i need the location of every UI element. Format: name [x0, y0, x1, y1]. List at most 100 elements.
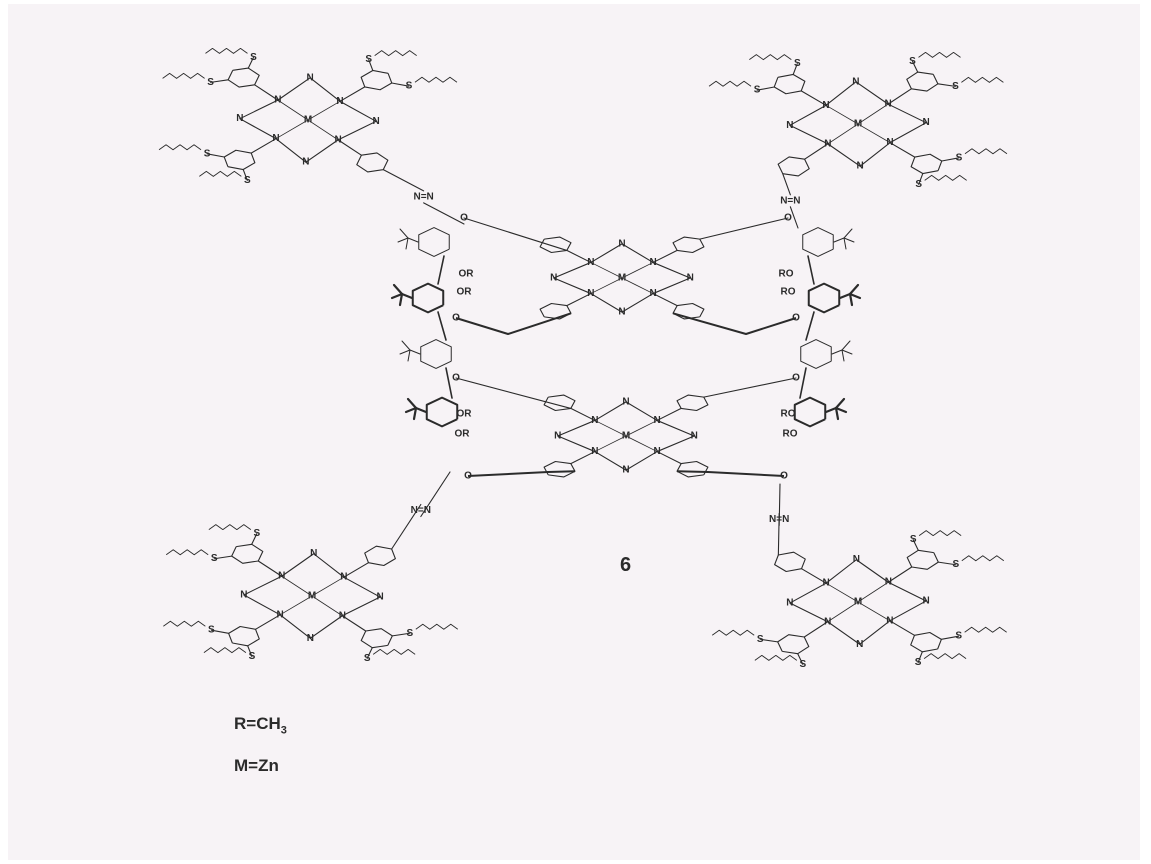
bridge-bond	[343, 576, 381, 598]
meso-nitrogen-label: N	[691, 431, 698, 442]
methylene-bridge	[799, 367, 807, 399]
benzo-ring	[360, 69, 393, 91]
bridge-bond	[557, 419, 596, 437]
ether-link	[703, 377, 797, 398]
sulfur-label: S	[956, 152, 963, 163]
sulfur-label: S	[364, 653, 371, 664]
thioether-bond	[911, 60, 919, 73]
meso-nitrogen-label: N	[852, 76, 859, 87]
benzo-ring	[672, 236, 705, 254]
pyrrole-bond	[254, 614, 281, 630]
bridge-bond	[277, 77, 311, 101]
legend-r-definition: R=CH3	[234, 706, 287, 748]
bridge-bond	[309, 615, 343, 639]
meso-nitrogen-label: N	[236, 113, 243, 124]
tert-butyl-methyl	[841, 340, 851, 351]
phenol-ring	[418, 227, 450, 257]
bridge-bond	[594, 401, 627, 421]
bridge-bond	[789, 124, 829, 145]
alkyl-chain	[199, 170, 242, 177]
meso-nitrogen-label: N	[622, 396, 629, 407]
thioether-bond	[792, 63, 798, 76]
metal-bond	[277, 99, 309, 121]
metal-label: M	[854, 597, 862, 608]
sulfur-label: S	[955, 631, 962, 642]
alkyl-chain	[749, 54, 792, 61]
thioether-bond	[366, 647, 373, 659]
meso-nitrogen-label: N	[377, 592, 384, 603]
benzo-ring	[676, 394, 709, 412]
methoxy-label: OR	[455, 429, 471, 440]
metal-bond	[590, 277, 623, 294]
thioether-bond	[368, 59, 374, 72]
alkyl-chain	[964, 626, 1007, 633]
bridge-bond	[621, 243, 654, 263]
metal-bond	[625, 435, 658, 452]
legend-r-subscript: 3	[280, 724, 287, 737]
thioether-bond	[937, 561, 957, 566]
thioether-bond	[391, 632, 411, 637]
alkyl-chain	[203, 647, 247, 654]
azo-bond-top-right	[782, 173, 791, 196]
methylene-bridge	[807, 255, 815, 285]
tert-butyl-methyl	[848, 292, 862, 300]
bridge-bond	[656, 435, 695, 453]
bridge-bond	[625, 451, 658, 471]
bridge-bond	[281, 553, 315, 577]
sulfur-label: S	[211, 553, 218, 564]
meso-nitrogen-label: N	[786, 120, 793, 131]
benzo-ring	[672, 302, 705, 320]
tert-butyl-bond	[838, 292, 852, 300]
thioether-bond	[797, 653, 804, 665]
thioether-bond	[210, 79, 229, 83]
ether-link-bold	[467, 470, 576, 477]
bridge-bond	[789, 582, 827, 604]
legend-r-text: R=CH	[234, 714, 281, 733]
pyrrole-bond	[800, 568, 827, 584]
alkyl-chain	[374, 50, 417, 57]
meso-nitrogen-label: N	[856, 161, 863, 172]
meso-nitrogen-label: N	[687, 273, 694, 284]
bridge-bond	[557, 435, 596, 453]
tert-butyl-methyl	[406, 397, 418, 410]
pyrrole-bond	[570, 451, 596, 465]
benzo-ring	[223, 149, 256, 171]
compound-number: 6	[620, 554, 632, 576]
methylene-bridge	[437, 255, 445, 285]
tert-butyl-methyl	[834, 406, 848, 414]
metal-bond	[621, 262, 654, 279]
alkyl-chain	[205, 47, 248, 54]
pyrrole-bond	[887, 566, 913, 583]
bridge-bond	[594, 451, 627, 471]
thioether-bond	[759, 638, 779, 643]
metal-bond	[279, 595, 313, 616]
pyrrole-bond	[889, 620, 916, 636]
metal-bond	[625, 420, 658, 437]
bridge-bond	[239, 99, 279, 120]
bridge-bond	[859, 620, 891, 645]
sulfur-label: S	[406, 81, 413, 92]
metal-bond	[825, 104, 859, 125]
phenol-ring	[807, 282, 841, 314]
azo-bond-bottom-left	[391, 503, 422, 550]
bridge-bond	[887, 581, 927, 602]
pyrrole-bond	[566, 293, 592, 307]
phenol-ring	[411, 282, 445, 314]
pyrrole-bond	[341, 615, 367, 632]
meso-nitrogen-label: N	[856, 639, 863, 650]
tert-butyl-methyl	[390, 292, 404, 300]
methoxy-label: RO	[781, 409, 796, 420]
bridge-bond	[243, 575, 283, 596]
pyrrole-bond	[889, 142, 916, 158]
bridge-bond	[590, 243, 623, 263]
alkyl-chain	[711, 629, 755, 636]
tert-butyl-methyl	[848, 292, 854, 307]
meso-nitrogen-label: N	[554, 431, 561, 442]
alkyl-chain	[964, 148, 1008, 155]
meso-nitrogen-label: N	[310, 548, 317, 559]
alkyl-chain	[924, 174, 967, 181]
